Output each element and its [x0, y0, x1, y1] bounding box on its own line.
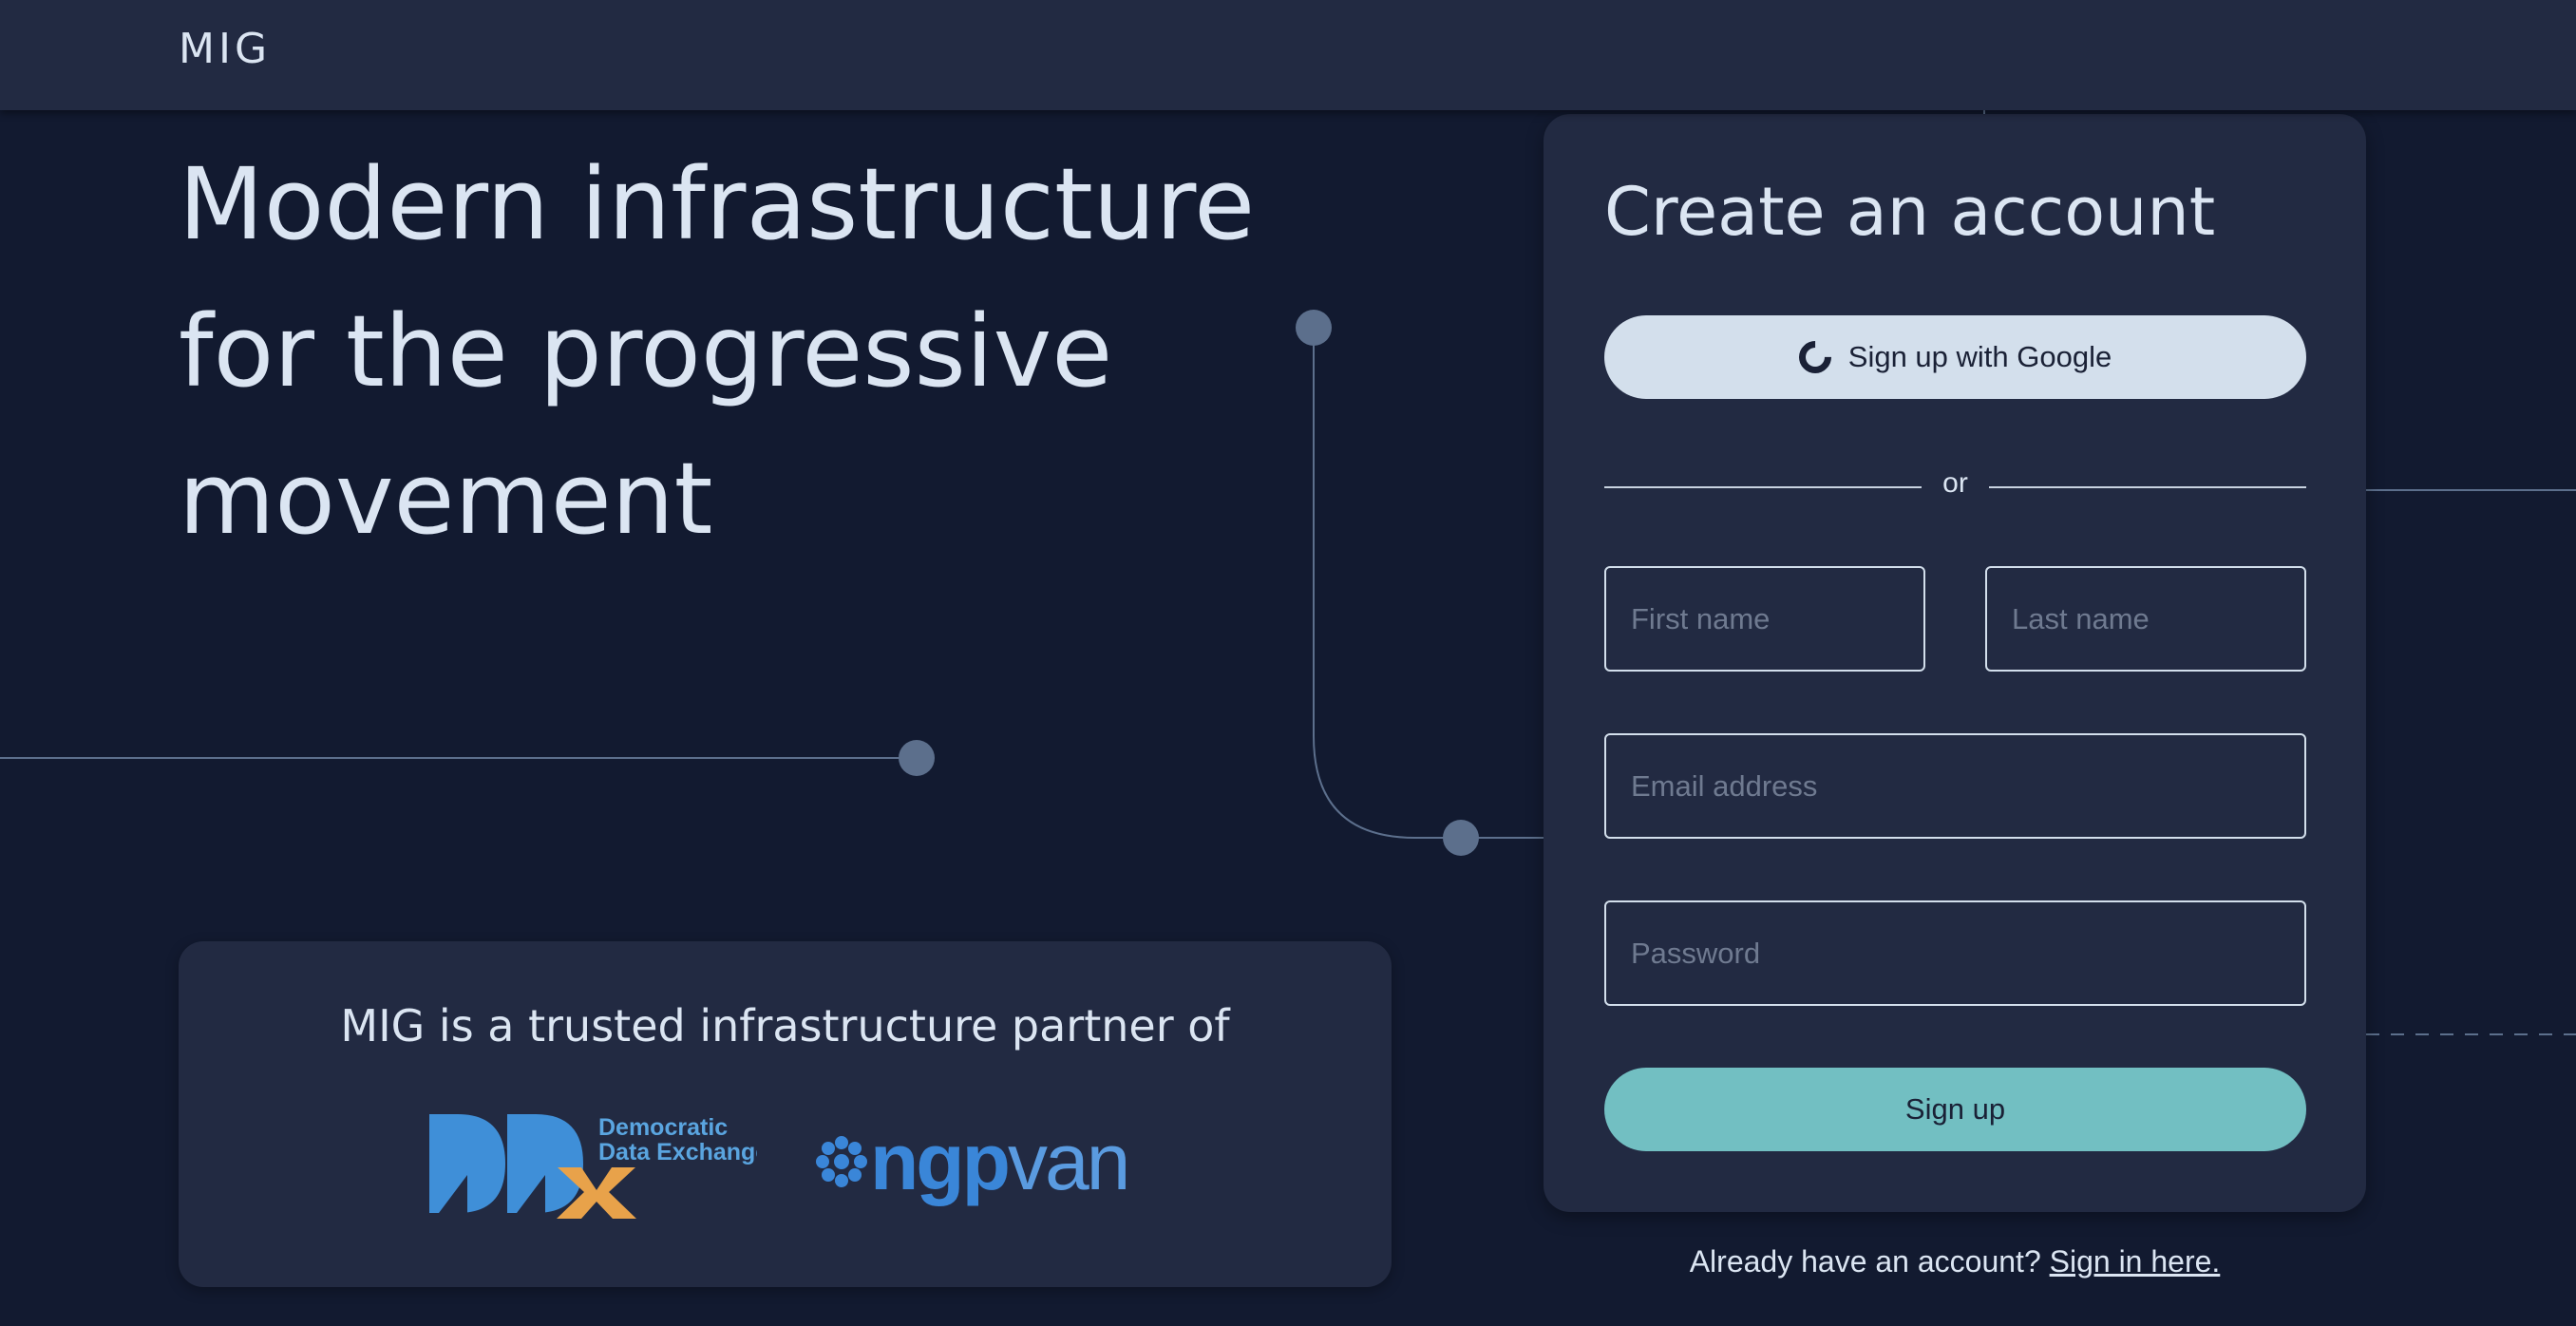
mig-logo[interactable]: MIG [179, 25, 272, 73]
hero-line: Modern infrastructure [179, 146, 1256, 262]
signin-prompt-row: Already have an account? Sign in here. [1544, 1244, 2366, 1279]
ngpvan-dots-icon [816, 1136, 867, 1187]
ddx-letter-d [507, 1114, 583, 1213]
connector-node [1296, 310, 1332, 346]
ngpvan-logo: ngpvan [815, 1114, 1147, 1209]
google-signup-button[interactable]: Sign up with Google [1604, 315, 2306, 399]
ddx-letter-d [429, 1114, 505, 1213]
last-name-field[interactable] [1985, 566, 2306, 672]
ddx-line-2: Data Exchange [598, 1139, 757, 1165]
ngpvan-wordmark: ngpvan [870, 1114, 1130, 1209]
divider-label: or [1942, 467, 1968, 499]
signup-card: Create an account Sign up with Google or… [1544, 114, 2366, 1212]
password-field[interactable] [1604, 900, 2306, 1006]
hero-line: for the progressive [179, 294, 1113, 409]
connector-line-curve [1313, 328, 1544, 839]
connector-node [1443, 820, 1479, 856]
signin-prompt: Already have an account? [1689, 1244, 2041, 1279]
signin-link[interactable]: Sign in here. [2049, 1244, 2221, 1279]
signup-title: Create an account [1604, 173, 2216, 251]
signup-button[interactable]: Sign up [1604, 1068, 2306, 1151]
connector-node [899, 740, 935, 776]
hero-heading: Modern infrastructure for the progressiv… [179, 131, 1432, 573]
ddx-letter-x [557, 1167, 636, 1219]
partner-heading: MIG is a trusted infrastructure partner … [340, 1000, 1230, 1051]
partner-panel: MIG is a trusted infrastructure partner … [179, 941, 1392, 1287]
or-divider: or [1604, 467, 2306, 505]
divider-line [1989, 486, 2306, 488]
ngp-text: ngp [870, 1117, 1011, 1206]
divider-line [1604, 486, 1922, 488]
van-text: van [1007, 1117, 1130, 1206]
top-bar: MIG [0, 0, 2576, 110]
ddx-logo: Democratic Data Exchange [429, 1114, 757, 1219]
first-name-field[interactable] [1604, 566, 1925, 672]
hero-line: movement [179, 441, 713, 557]
email-field[interactable] [1604, 733, 2306, 839]
ddx-line-1: Democratic [598, 1114, 728, 1141]
google-signup-label: Sign up with Google [1847, 340, 2112, 373]
google-icon [1791, 333, 1838, 381]
